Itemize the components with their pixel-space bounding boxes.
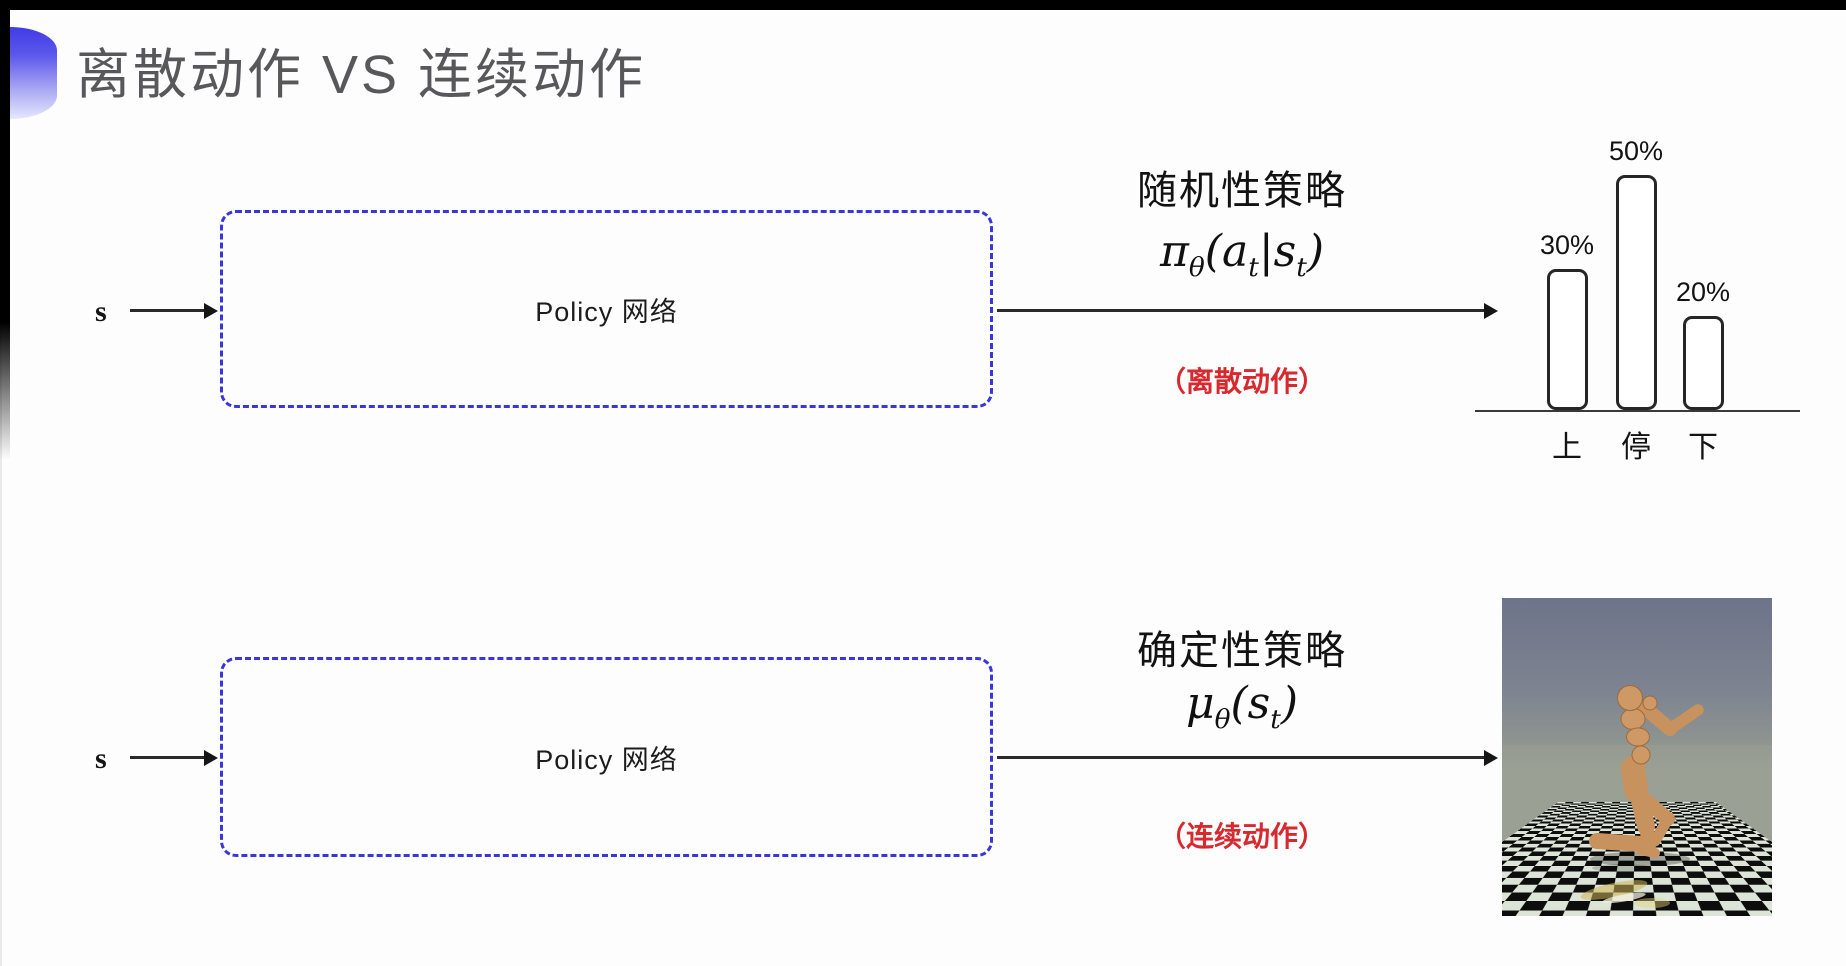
bar-value-label: 20% — [1675, 277, 1731, 307]
bar-category-label: 上 — [1552, 431, 1582, 464]
bar-category-label: 停 — [1621, 431, 1651, 464]
continuous-action-label: （连续动作） — [1157, 821, 1326, 852]
bar-value-label: 50% — [1608, 136, 1664, 166]
arrow-state-to-policy-bottom — [130, 756, 206, 759]
humanoid-robot-image — [1502, 598, 1772, 916]
state-input-label-bottom: s — [95, 742, 107, 775]
bar-category-label: 下 — [1688, 431, 1718, 464]
left-black-bar — [0, 0, 10, 460]
stochastic-policy-formula: πθ(at|st) — [1159, 226, 1325, 283]
humanoid-robot-figure — [1580, 685, 1704, 908]
probability-bar — [1682, 316, 1724, 410]
title-bullet-icon — [10, 27, 57, 119]
chart-baseline — [1475, 410, 1800, 412]
arrow-policy-to-output-top — [997, 309, 1486, 312]
deterministic-policy-formula: μθ(st) — [1185, 678, 1299, 735]
policy-network-box-top: Policy 网络 — [220, 210, 993, 408]
discrete-action-label: （离散动作） — [1157, 366, 1326, 397]
bar-value-label: 30% — [1539, 230, 1595, 260]
left-edge-line — [0, 0, 2, 966]
top-black-bar — [0, 0, 1846, 10]
deterministic-policy-title: 确定性策略 — [1137, 629, 1347, 673]
stochastic-policy-title: 随机性策略 — [1137, 169, 1347, 213]
probability-bar — [1546, 269, 1588, 410]
policy-network-label-bottom: Policy 网络 — [535, 744, 678, 775]
policy-network-label-top: Policy 网络 — [535, 296, 678, 327]
policy-network-box-bottom: Policy 网络 — [220, 657, 993, 857]
page-title: 离散动作 VS 连续动作 — [76, 45, 647, 105]
probability-bar — [1615, 175, 1657, 410]
arrow-policy-to-output-bottom — [997, 756, 1486, 759]
arrow-state-to-policy-top — [130, 309, 206, 312]
state-input-label-top: s — [95, 295, 107, 328]
action-probability-bar-chart: 30% 上 50% 停 20% 下 — [1475, 100, 1800, 470]
